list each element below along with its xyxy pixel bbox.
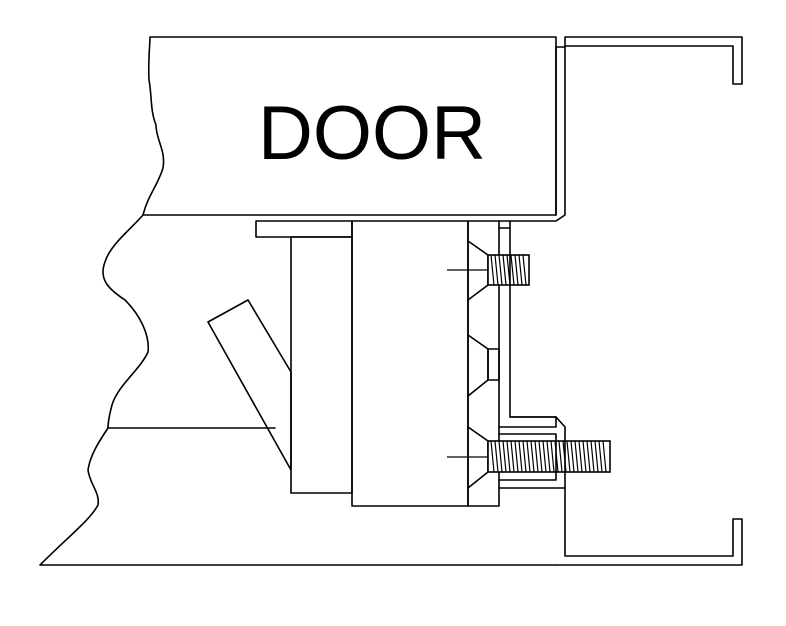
door-outline	[142, 36, 557, 216]
door-frame-profile-outer	[498, 36, 743, 222]
closer-arm	[207, 299, 292, 471]
middle-screw-slot	[487, 348, 500, 381]
door-frame-stop	[509, 220, 557, 418]
frame-reinforcement	[498, 433, 566, 489]
door-label: DOOR	[258, 91, 486, 176]
door-frame-profile-bottom	[555, 416, 743, 566]
countersink-middle	[467, 334, 489, 397]
closer-housing	[290, 236, 353, 494]
top-screw-threads	[490, 254, 527, 286]
mounting-cap	[255, 220, 353, 238]
closer-main-block	[351, 220, 469, 507]
door-body-lower-outline	[39, 214, 557, 566]
